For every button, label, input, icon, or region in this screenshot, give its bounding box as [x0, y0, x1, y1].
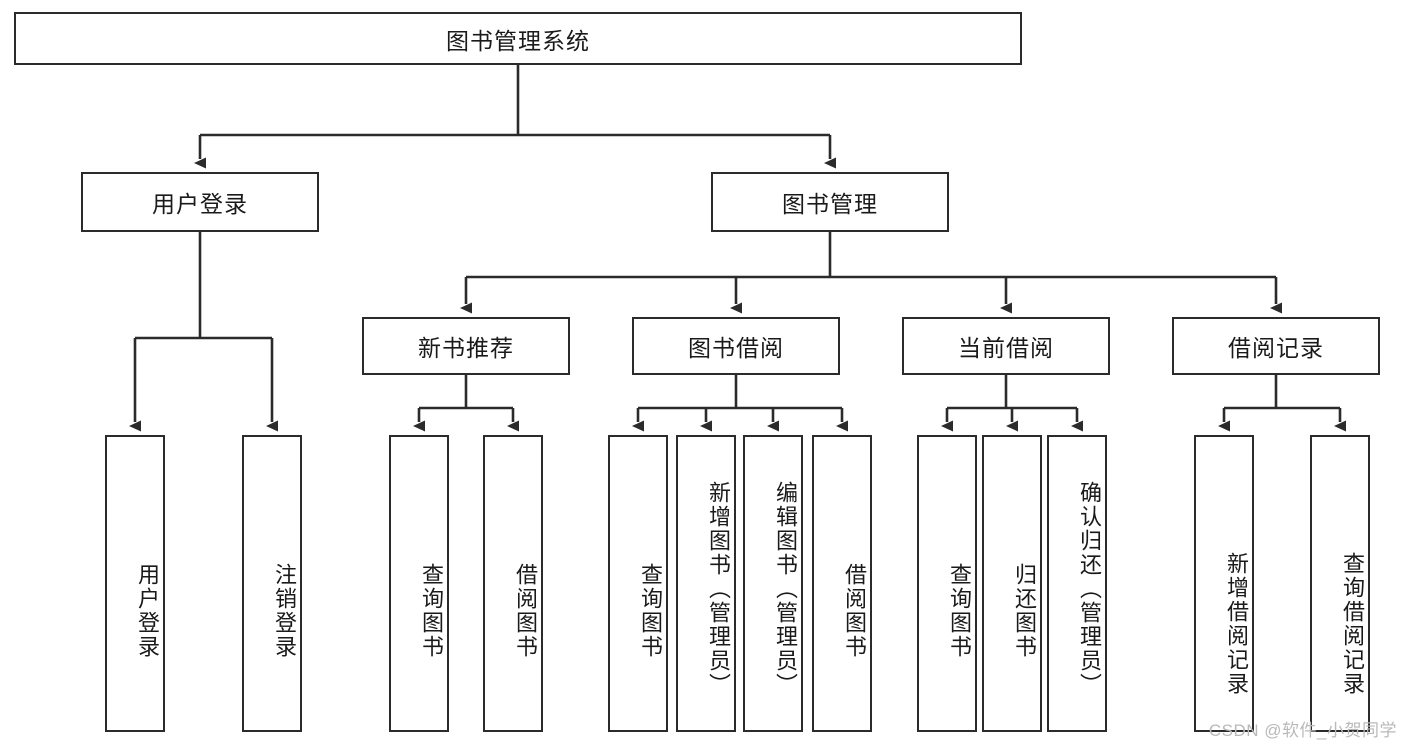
leaf-node[interactable]: 查询图书: [917, 435, 977, 732]
leaf-node[interactable]: 注销登录: [242, 435, 302, 732]
level3-node[interactable]: 当前借阅: [902, 317, 1110, 375]
leaf-node[interactable]: 新增图书（管理员）: [676, 435, 736, 732]
leaf-node[interactable]: 借阅图书: [483, 435, 543, 732]
leaf-node[interactable]: 编辑图书（管理员）: [743, 435, 803, 732]
leaf-label: 注销登录: [272, 563, 297, 659]
leaf-label: 查询图书: [947, 563, 972, 659]
leaf-label: 借阅图书: [842, 563, 867, 659]
level2-node[interactable]: 图书管理: [711, 172, 949, 232]
leaf-label: 用户登录: [135, 563, 160, 659]
level3-label: 新书推荐: [418, 335, 514, 361]
leaf-node[interactable]: 借阅图书: [812, 435, 872, 732]
leaf-label: 借阅图书: [513, 563, 538, 659]
leaf-label: 新增借阅记录: [1224, 551, 1249, 696]
leaf-node[interactable]: 新增借阅记录: [1194, 435, 1254, 732]
leaf-label: 查询借阅记录: [1340, 551, 1365, 696]
leaf-node[interactable]: 查询借阅记录: [1310, 435, 1370, 732]
watermark-text: CSDN @软件_小贺同学: [1208, 721, 1397, 740]
leaf-label: 编辑图书（管理员）: [773, 480, 798, 697]
leaf-node[interactable]: 归还图书: [982, 435, 1042, 732]
level2-label: 用户登录: [152, 191, 248, 217]
level3-label: 当前借阅: [958, 335, 1054, 361]
level2-label: 图书管理: [782, 191, 878, 217]
root-node[interactable]: 图书管理系统: [14, 12, 1022, 65]
leaf-node[interactable]: 查询图书: [389, 435, 449, 732]
level3-label: 图书借阅: [688, 335, 784, 361]
level3-node[interactable]: 图书借阅: [632, 317, 840, 375]
leaf-label: 新增图书（管理员）: [706, 480, 731, 697]
level3-node[interactable]: 借阅记录: [1172, 317, 1380, 375]
leaf-node[interactable]: 查询图书: [608, 435, 668, 732]
leaf-node[interactable]: 用户登录: [105, 435, 165, 732]
leaf-label: 查询图书: [419, 563, 444, 659]
leaf-label: 确认归还（管理员）: [1077, 480, 1102, 697]
leaf-label: 查询图书: [638, 563, 663, 659]
leaf-node[interactable]: 确认归还（管理员）: [1047, 435, 1107, 732]
level3-label: 借阅记录: [1228, 335, 1324, 361]
leaf-label: 归还图书: [1012, 563, 1037, 659]
level2-node[interactable]: 用户登录: [81, 172, 319, 232]
root-label: 图书管理系统: [446, 27, 590, 54]
level3-node[interactable]: 新书推荐: [362, 317, 570, 375]
